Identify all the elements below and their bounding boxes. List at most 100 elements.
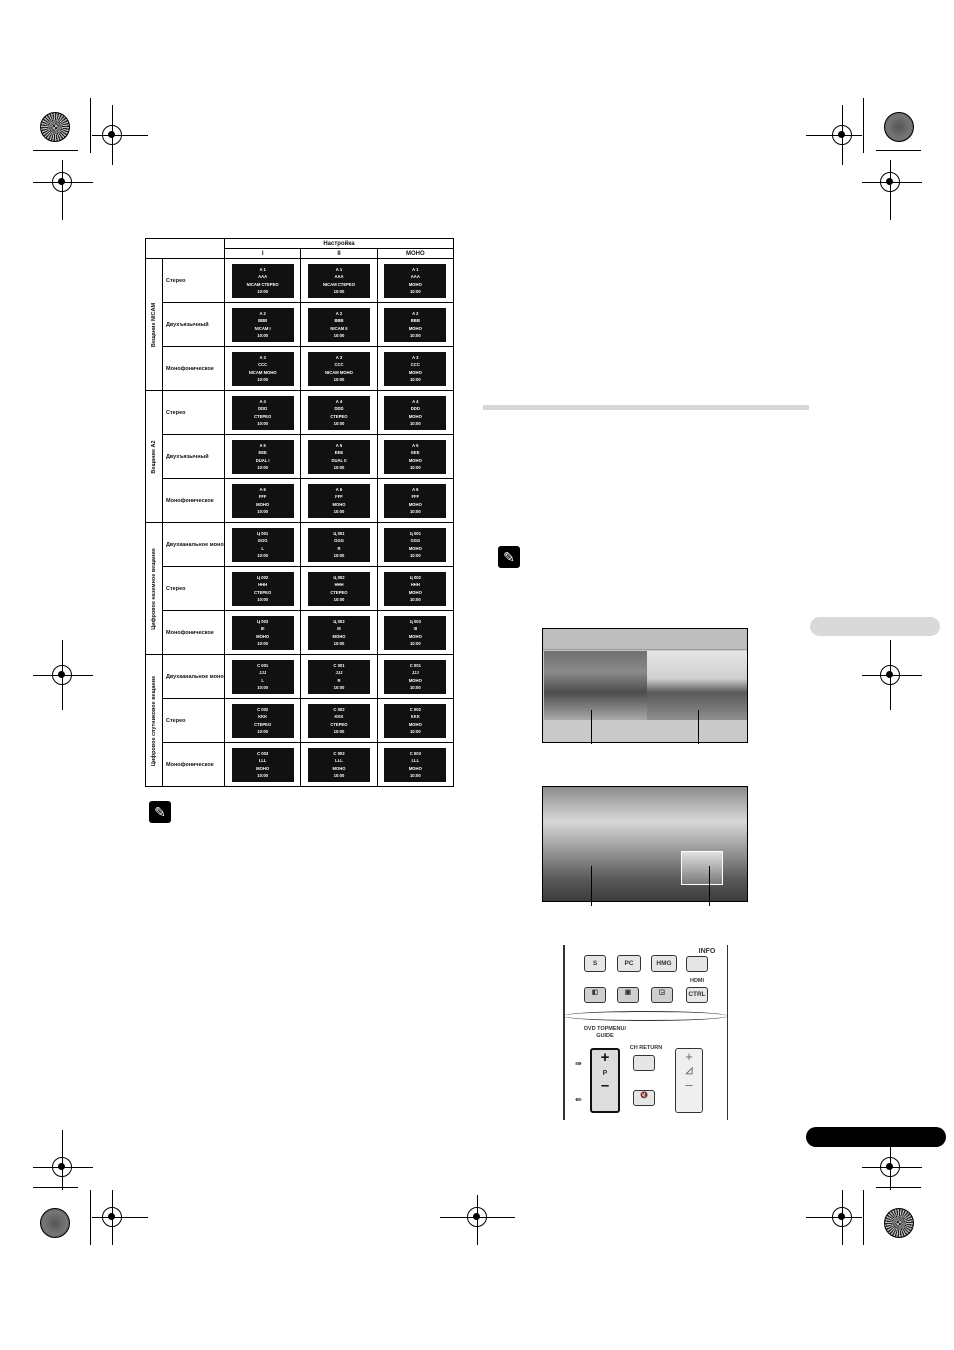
row-label: Стерео [162,390,225,435]
screen-text-line: СТЕРЕО [330,413,348,419]
split-screen-image [542,628,748,743]
split-button[interactable]: ◧ [584,987,606,1003]
screen-text-line: 10:00 [409,553,421,558]
dvd-topmenu-label: DVD TOPMENU/ [583,1026,627,1032]
row-label: Монофоническое [162,742,225,787]
screen-text-line: CCC [410,362,420,367]
mute-icon: 🔇 [639,1092,649,1099]
screen-text-line: МОНО [408,721,422,727]
volume-down-button[interactable]: – [685,1077,693,1092]
screen-text-line: СТЕРЕО [254,589,272,595]
left-window-photo [544,651,647,720]
hmg-button[interactable]: HMG [651,955,677,972]
screen-text-line: МОНО [408,369,422,375]
screen-text-line: МОНО [408,501,422,507]
row-label: Двухъязычный [162,302,225,347]
screen-text-line: 10:00 [333,465,345,470]
color-dial-icon [40,112,70,142]
s-button[interactable]: S [584,955,606,972]
screen-text-line: С 002 [257,706,269,712]
screen-text-line: L [261,545,264,551]
screen-text-line: Ц 002 [333,574,345,580]
pip-button[interactable]: ◲ [651,987,673,1003]
program-down-button[interactable]: – [600,1077,610,1094]
screen-text-line: 10:00 [257,377,269,382]
program-label: P [602,1070,608,1077]
screen-text-line: Ц 001 [409,530,421,536]
volume-up-button[interactable]: + [685,1049,693,1064]
program-up-button[interactable]: + [600,1049,610,1066]
row-label: Стерео [162,258,225,303]
ch-return-button[interactable] [633,1055,655,1071]
screen-text-line: LLL [258,758,267,763]
screen-text-line: A 5 [412,442,419,448]
screen-text-line: NICAM МОНО [248,369,277,375]
screen-text-line: L [261,677,264,683]
screen-text-line: 10:00 [257,597,269,602]
screen-text-line: R [337,677,341,683]
ch-return-label: CH RETURN [629,1045,663,1051]
screen-text-line: HHH [410,582,420,587]
screen-text-line: МОНО [408,457,422,463]
screen-text-line: МОНО [256,501,270,507]
screen-text-line: EEE [334,450,344,455]
column-header-mono: МОНО [376,248,455,259]
screen-text-line: МОНО [408,413,422,419]
group-label: Цифровое наземное вещание [151,547,157,630]
freeze-button[interactable]: ▣ [617,987,639,1003]
screen-text-line: FFF [258,494,267,499]
pencil-icon: ✎ [498,546,520,568]
guide-label: GUIDE [596,1033,614,1039]
screen-text-line: III [260,626,265,631]
screen-text-line: 10:00 [257,465,269,470]
screen-text-line: 10:00 [333,685,345,690]
screen-text-line: С 002 [333,706,345,712]
screen-text-line: 10:00 [333,421,345,426]
screen-text-line: A 5 [335,442,343,448]
screen-text-line: NICAM СТЕРЕО [322,281,355,287]
screen-text-line: 10:00 [333,773,345,778]
volume-rocker[interactable]: + ◿ – [675,1048,703,1113]
screen-text-line: A 1 [412,266,419,272]
screen-text-line: МОНО [256,765,270,771]
screen-text-line: 10:00 [409,597,421,602]
hdmi-ctrl-button[interactable]: CTRL [686,987,708,1003]
info-button[interactable] [686,956,708,972]
table-corner-cell [145,238,225,259]
mute-button[interactable]: 🔇 [633,1090,655,1106]
screen-text-line: NICAM СТЕРЕО [246,281,279,287]
screen-text-line: Ц 002 [409,574,421,580]
screen-text-line: МОНО [332,633,346,639]
screen-text-line: A 5 [259,442,266,448]
program-rocker[interactable]: + P – [590,1048,620,1113]
screen-text-line: 10:00 [257,289,269,294]
pc-button[interactable]: PC [617,955,641,972]
